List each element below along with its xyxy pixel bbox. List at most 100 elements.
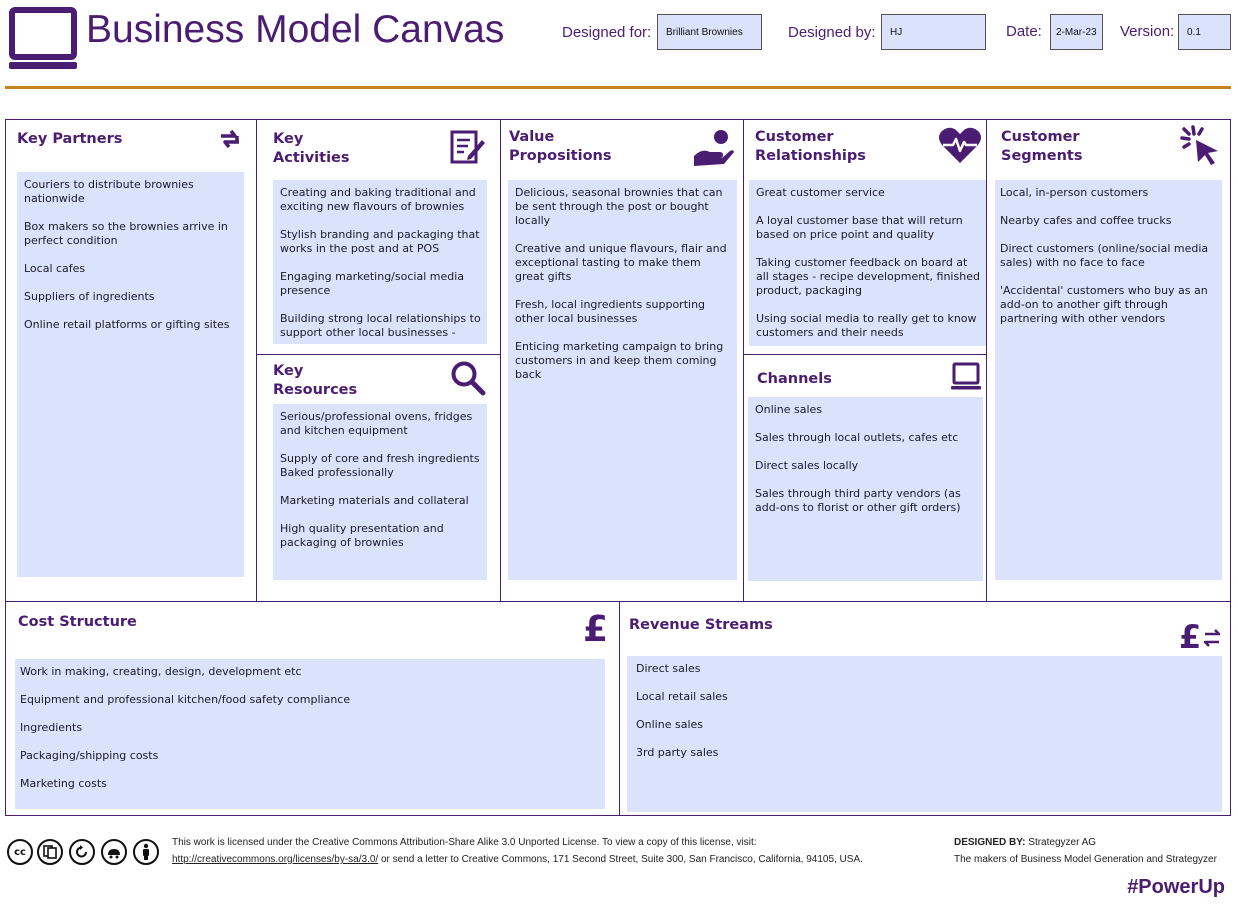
cc-license-icon: cc [7,839,33,865]
pound-icon: £ [583,609,609,650]
makers-text: The makers of Business Model Generation … [954,854,1217,865]
license-text-line1: This work is licensed under the Creative… [172,837,757,848]
date-field[interactable]: 2-Mar-23 [1050,14,1103,50]
attribution-icon [133,839,159,865]
license-text-line2: http://creativecommons.org/licenses/by-s… [172,854,863,865]
list-item: Direct sales locally [755,459,859,472]
key-partners-title: Key Partners [17,131,123,147]
list-item: A loyal customer base that will return b… [756,214,963,241]
list-item: Box makers so the brownies arrive in per… [24,220,228,247]
edit-checklist-icon [450,130,486,168]
list-item: Creating and baking traditional and exci… [280,186,476,213]
laptop-icon [951,362,981,394]
list-item: Using social media to really get to know… [756,312,977,339]
cost-structure-panel[interactable]: Work in making, creating, design, develo… [15,659,605,809]
divider [256,120,257,601]
designed-by-credit: DESIGNED BY: Strategyzer AG [954,837,1096,848]
revenue-streams-panel[interactable]: Direct sales Local retail sales Online s… [627,656,1222,812]
list-item: Suppliers of ingredients [24,290,155,303]
list-item: Couriers to distribute brownies nationwi… [24,178,194,205]
channels-title: Channels [757,371,832,387]
divider [619,601,620,815]
list-item: Enticing marketing campaign to bring cus… [515,340,724,381]
magnifier-icon [450,360,486,400]
customer-segments-title: Customer Segments [1001,129,1083,164]
list-item: Equipment and professional kitchen/food … [20,693,351,706]
cost-structure-title: Cost Structure [18,614,137,630]
list-item: Ingredients [20,721,83,734]
list-item: 3rd party sales [636,746,719,759]
divider [256,354,500,355]
list-item: Sales through local outlets, cafes etc [755,431,959,444]
list-item: Sales through third party vendors (as ad… [755,487,961,514]
designed-by-field[interactable]: HJ [881,14,986,50]
list-item: Marketing costs [20,777,107,790]
value-propositions-title: Value Propositions [509,129,612,164]
version-field[interactable]: 0.1 [1178,14,1231,50]
divider [6,601,1230,602]
list-item: Local, in-person customers [1000,186,1149,199]
divider [500,120,501,601]
list-item: 'Accidental' customers who buy as an add… [1000,284,1208,325]
list-item: Creative and unique flavours, flair and … [515,242,727,283]
list-item: Supply of core and fresh ingredients Bak… [280,452,480,479]
canvas-frame [5,119,1231,816]
key-resources-panel[interactable]: Serious/professional ovens, fridges and … [273,404,487,580]
hand-giving-icon [692,128,734,172]
list-item: Building strong local relationships to s… [280,312,481,339]
key-partners-panel[interactable]: Couriers to distribute brownies nationwi… [17,172,244,577]
license-address: or send a letter to Creative Commons, 17… [378,854,863,865]
list-item: Direct sales [636,662,701,675]
logo-laptop-icon [9,7,77,70]
designed-by-credit-label: DESIGNED BY: [954,837,1026,848]
link-arrows-icon [218,127,242,155]
powerup-hashtag: #PowerUp [1127,876,1225,898]
designed-by-credit-value: Strategyzer AG [1025,837,1097,848]
pound-exchange-icon: £ [1179,618,1221,657]
date-label: Date: [1006,23,1042,40]
header-divider [5,86,1231,89]
customer-segments-panel[interactable]: Local, in-person customers Nearby cafes … [995,180,1222,580]
list-item: Work in making, creating, design, develo… [20,665,302,678]
list-item: Local retail sales [636,690,728,703]
list-item: Delicious, seasonal brownies that can be… [515,186,723,227]
list-item: Engaging marketing/social media presence [280,270,465,297]
list-item: Online retail platforms or gifting sites [24,318,230,331]
share-alike-icon [69,839,95,865]
list-item: Online sales [636,718,704,731]
list-item: Packaging/shipping costs [20,749,159,762]
copy-license-icon [37,839,63,865]
customer-relationships-panel[interactable]: Great customer service A loyal customer … [749,180,986,346]
noncommercial-icon [101,839,127,865]
divider [986,120,987,601]
list-item: Great customer service [756,186,885,199]
list-item: Online sales [755,403,823,416]
key-activities-title: Key Activities [273,131,350,166]
divider [743,120,744,601]
heartbeat-icon [938,126,982,168]
key-resources-title: Key Resources [273,363,358,398]
svg-text:£: £ [1179,619,1201,653]
list-item: Serious/professional ovens, fridges and … [280,410,473,437]
value-propositions-panel[interactable]: Delicious, seasonal brownies that can be… [508,180,737,580]
designed-for-field[interactable]: Brilliant Brownies [657,14,762,50]
designed-for-label: Designed for: [562,24,652,41]
click-cursor-icon [1180,125,1222,171]
version-label: Version: [1120,23,1175,40]
list-item: Stylish branding and packaging that work… [280,228,480,255]
channels-panel[interactable]: Online sales Sales through local outlets… [748,397,983,581]
customer-relationships-title: Customer Relationships [755,129,866,164]
list-item: High quality presentation and packaging … [280,522,444,549]
designed-by-label: Designed by: [788,24,876,41]
revenue-streams-title: Revenue Streams [629,617,773,633]
list-item: Fresh, local ingredients supporting othe… [515,298,706,325]
key-activities-panel[interactable]: Creating and baking traditional and exci… [273,180,487,344]
list-item: Local cafes [24,262,86,275]
license-link[interactable]: http://creativecommons.org/licenses/by-s… [172,854,379,865]
list-item: Nearby cafes and coffee trucks [1000,214,1172,227]
divider [743,354,986,355]
list-item: Marketing materials and collateral [280,494,469,507]
list-item: Taking customer feedback on board at all… [756,256,980,297]
list-item: Direct customers (online/social media sa… [1000,242,1209,269]
page-title: Business Model Canvas [86,8,505,51]
